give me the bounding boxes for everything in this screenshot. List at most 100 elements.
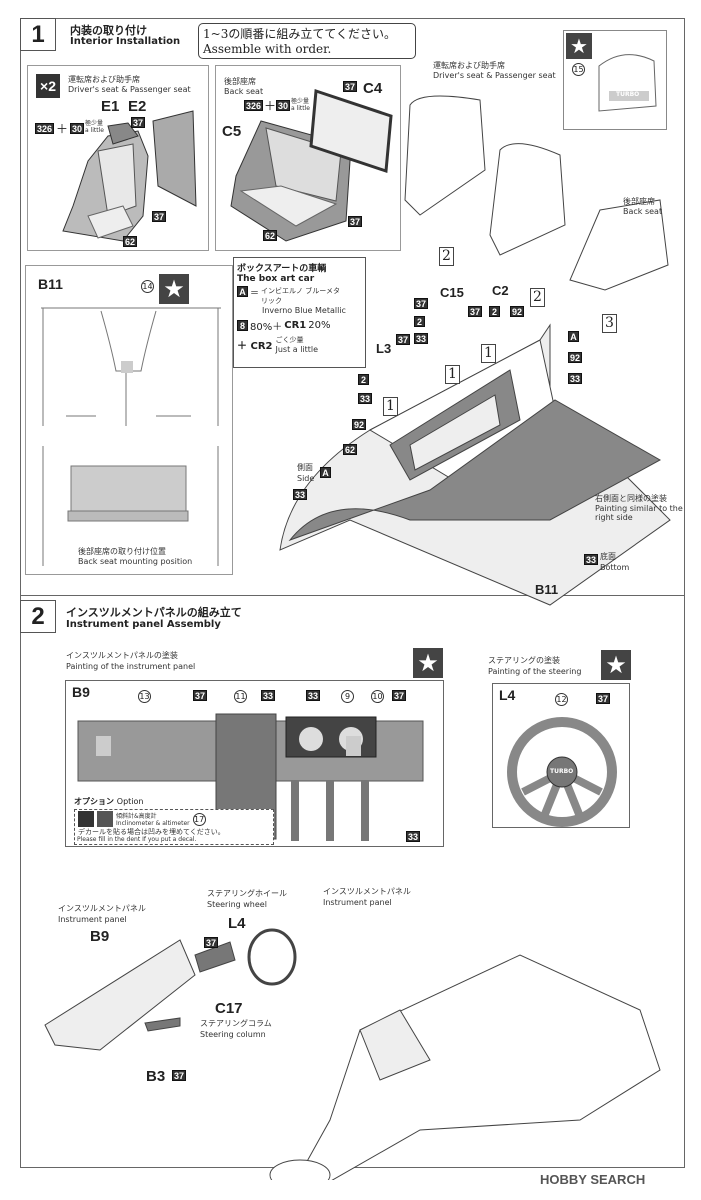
paint-code-37: 37	[596, 693, 611, 704]
step-number: 1	[20, 18, 56, 51]
paint-code-326: 326	[244, 100, 264, 111]
b11-caption-en: Back seat mounting position	[78, 557, 193, 566]
box-art-title-jp: ボックスアートの車輌	[237, 264, 327, 274]
altimeter-icon	[97, 811, 113, 827]
paint-code-92: 92	[352, 419, 367, 430]
front-seat-drawing	[62, 110, 197, 242]
car-back-seat-jp: 後部座席	[623, 197, 655, 206]
part-label-b9: B9	[90, 928, 110, 945]
step-title-jp: 内装の取り付け	[70, 24, 147, 37]
paint-code-37: 37	[343, 81, 358, 92]
box-art-title-en: The box art car	[237, 274, 315, 284]
watermark-text: HOBBY SEARCH	[540, 1172, 646, 1187]
panel-label-en: Instrument panel	[58, 915, 127, 924]
paint-code-33: 33	[414, 333, 429, 344]
order-marker-3: 3	[602, 314, 617, 333]
step-title-en: Instrument panel Assembly	[66, 619, 221, 630]
inclinometer-icon	[78, 811, 94, 827]
a-little-en: a little	[85, 127, 104, 134]
decal-number-12: 12	[555, 693, 568, 706]
paint-code-a: A	[320, 467, 331, 478]
car-body-drawing	[279, 95, 671, 606]
bottom-label-jp: 底面	[600, 552, 616, 561]
paint-code-37: 37	[348, 216, 363, 227]
mix-note-jp: ごく少量	[275, 336, 304, 344]
paint-code-33: 33	[406, 831, 421, 842]
paint-code-37: 37	[392, 690, 407, 701]
panel-paint-title-en: Painting of the instrument panel	[66, 662, 196, 671]
decal-number-9: 9	[341, 690, 354, 703]
part-label-c15: C15	[440, 285, 464, 300]
steer-paint-title-jp: ステアリングの塗装	[488, 656, 560, 665]
decal-number-17: 17	[192, 812, 206, 826]
paint-code-30: 30	[70, 123, 85, 134]
panel-paint-title-jp: インスツルメントパネルの塗装	[66, 651, 178, 660]
a-little-jp: 極少量	[85, 120, 104, 127]
order-note-jp: 1~3の順番に組み立ててください。	[203, 27, 396, 41]
paint-code-37: 37	[396, 334, 411, 345]
mix-code-cr2: ＋ CR2	[237, 341, 273, 352]
right-side-note-jp: 右側面と同様の塗装	[595, 494, 667, 503]
step-number: 2	[20, 600, 56, 633]
part-label-b3: B3	[146, 1068, 166, 1085]
front-seats-title-jp: 運転席および助手席	[68, 75, 140, 84]
car-seats-en: Driver's seat & Passenger seat	[433, 71, 556, 80]
part-label-e2: E2	[128, 98, 147, 115]
front-seats-title-en: Driver's seat & Passenger seat	[68, 85, 191, 94]
decal-number-11: 11	[234, 690, 247, 703]
paint-code-37: 37	[152, 211, 167, 222]
part-label-l4: L4	[228, 915, 246, 932]
back-seat-title-jp: 後部座席	[224, 77, 256, 86]
paint-code-92: 92	[568, 352, 583, 363]
steer-paint-box: L4 12 37 TURBO	[492, 683, 630, 828]
order-marker-2: 2	[439, 247, 454, 266]
panel-label-jp: インスツルメントパネル	[58, 904, 146, 913]
star-icon: ★	[601, 650, 631, 680]
mix-ratio-1: 80%＋	[250, 322, 283, 333]
side-label-en: Side	[297, 474, 315, 483]
column-label-en: Steering column	[200, 1030, 266, 1039]
part-label-c2: C2	[492, 283, 509, 298]
plus-sign: ＋	[56, 122, 69, 136]
watermark: HOBBY SEARCH	[540, 1172, 645, 1187]
option-en: Option	[116, 797, 144, 806]
order-marker-2: 2	[530, 288, 545, 307]
paint-code-37: 37	[468, 306, 483, 317]
paint-code-62: 62	[123, 236, 138, 247]
part-label-l3: L3	[376, 341, 392, 356]
color-code-a: A	[237, 286, 248, 297]
steer-paint-title-en: Painting of the steering	[488, 667, 582, 676]
paint-code-2: 2	[414, 316, 425, 327]
paint-code-a: A	[568, 331, 579, 342]
gauge-en: Inclinometer & altimeter	[116, 820, 190, 827]
paint-code-33: 33	[358, 393, 373, 404]
b11-floor-drawing	[41, 307, 221, 566]
paint-code-33: 33	[306, 690, 321, 701]
step-title-en: Interior Installation	[70, 36, 181, 47]
part-label-b9: B9	[72, 684, 90, 700]
turbo-logo: TURBO	[550, 768, 574, 775]
column-label-jp: ステアリングコラム	[200, 1019, 272, 1028]
paint-code-37: 37	[131, 117, 146, 128]
mix-note-en: Just a little	[275, 345, 319, 354]
option-title: オプション Option	[74, 796, 144, 807]
a-little-jp: 極少量	[291, 98, 310, 105]
front-seats-panel: ×2 運転席および助手席 Driver's seat & Passenger s…	[27, 65, 209, 251]
paint-code-37: 37	[193, 690, 208, 701]
star-icon: ★	[159, 274, 189, 304]
decal-number-14: 14	[141, 280, 154, 293]
paint-code-2: 2	[489, 306, 500, 317]
panel2-label-en: Instrument panel	[323, 898, 392, 907]
box-art-legend: ボックスアートの車輌 The box art car A ＝ インビエルノ ブル…	[233, 257, 366, 368]
decal-number-10: 10	[371, 690, 384, 703]
multiplier-badge: ×2	[36, 74, 60, 98]
b11-caption-jp: 後部座席の取り付け位置	[78, 547, 166, 556]
part-label-b11: B11	[38, 276, 63, 292]
panel2-label-jp: インスツルメントパネル	[323, 887, 411, 896]
fill-note-jp: デカールを貼る場合は凹みを埋めてください。	[78, 828, 225, 836]
fill-note-en: Please fill in the dent If you put a dec…	[77, 836, 197, 843]
plus-sign: ＋	[264, 99, 277, 113]
color-name-jp: インビエルノ ブルーメタリック	[261, 287, 340, 305]
gauge-jp: 傾斜計&高度計	[116, 813, 157, 820]
